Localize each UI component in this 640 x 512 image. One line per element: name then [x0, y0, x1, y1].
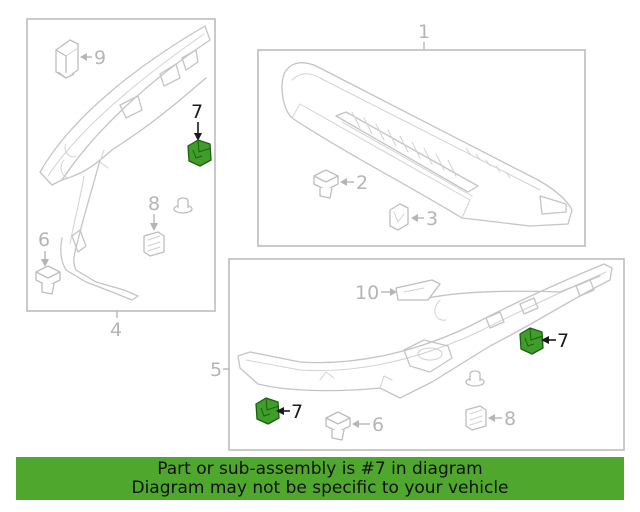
clip-6-b	[325, 411, 351, 441]
clip-9	[55, 39, 79, 79]
push-pin-b	[465, 370, 485, 387]
assembly-1-group: 1 2 3	[257, 21, 586, 247]
callout-7-b: 7	[291, 401, 303, 423]
callout-2: 2	[356, 172, 368, 194]
retainer-8-a	[143, 231, 165, 257]
assembly-4-frame	[26, 18, 216, 312]
callout-1: 1	[418, 21, 430, 43]
callout-6-a: 6	[38, 229, 50, 251]
parts-diagram: 4 9 7	[26, 18, 625, 451]
callout-6-b: 6	[372, 414, 384, 436]
callout-10: 10	[355, 282, 379, 304]
assembly-5-group: 5 10	[210, 258, 625, 451]
trim-panel-4	[39, 25, 211, 301]
assembly-1-frame	[257, 49, 586, 247]
clip-7-highlighted-a[interactable]	[187, 139, 212, 167]
callout-4: 4	[110, 319, 122, 341]
assembly-5-frame	[228, 258, 625, 451]
callout-8-a: 8	[148, 193, 160, 215]
clip-3	[389, 203, 409, 231]
assembly-4-group: 4 9 7	[26, 18, 216, 341]
callout-9: 9	[94, 47, 106, 69]
retainer-8-b	[465, 405, 487, 431]
callout-7-c: 7	[557, 330, 569, 352]
info-banner: Part or sub-assembly is #7 in diagram Di…	[16, 457, 624, 500]
clip-6-a	[35, 265, 61, 295]
callout-7-a: 7	[191, 101, 203, 123]
callout-8-b: 8	[504, 408, 516, 430]
clip-7-highlighted-c[interactable]	[255, 397, 280, 425]
scuff-plate-1	[281, 62, 573, 227]
banner-line-1: Part or sub-assembly is #7 in diagram	[157, 458, 483, 479]
trim-panel-5	[237, 263, 613, 399]
push-pin-a	[173, 197, 193, 214]
callout-3: 3	[426, 208, 438, 230]
banner-line-2: Diagram may not be specific to your vehi…	[131, 477, 509, 498]
clip-7-highlighted-b[interactable]	[519, 327, 544, 355]
callout-5: 5	[210, 359, 222, 381]
clip-2	[313, 169, 339, 199]
patch-10	[395, 279, 441, 301]
